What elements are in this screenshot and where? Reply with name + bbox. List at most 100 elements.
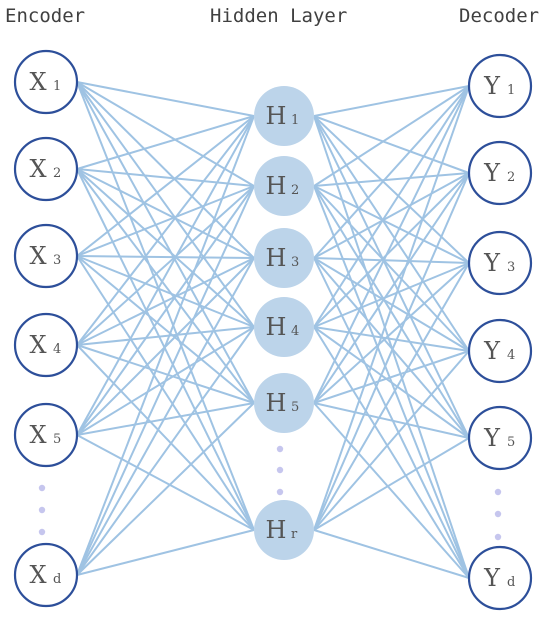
node-subscript: 4 [507,348,515,363]
edge-x6-h5 [76,402,255,576]
ellipsis-dot [494,510,502,518]
edge-x5-h5 [76,402,255,436]
edge-x4-h4 [76,326,255,346]
edge-x2-h2 [76,168,255,187]
ellipsis-dot [276,466,284,474]
edge-x6-h2 [76,185,255,576]
edge-h1-y1 [313,85,470,117]
edge-h5-y4 [313,350,470,404]
node-label: Y [483,159,501,187]
node-subscript: 1 [53,79,61,94]
node-subscript: 5 [53,432,61,447]
node-subscript: 3 [53,253,61,268]
edge-x2-h6 [76,168,255,531]
edge-x1-h6 [76,81,255,531]
edge-x2-h1 [76,115,255,170]
decoder-title: Decoder [459,5,539,27]
node-label: X [29,242,46,270]
node-circle [254,86,314,146]
ellipsis-markers [38,445,502,541]
edge-h4-y3 [313,262,470,328]
edge-x1-h1 [76,81,255,117]
node-label: H [266,244,287,272]
edge-h3-y4 [313,257,470,352]
edge-x1-h5 [76,81,255,404]
node-subscript: r [291,527,298,542]
edge-h6-y6 [313,529,470,579]
node-label: X [29,421,46,449]
node-circle [254,373,314,433]
node-label: X [29,68,46,96]
edge-h6-y1 [313,85,470,531]
node-circle [13,312,79,378]
edge-x3-h6 [76,255,255,531]
edge-h6-y2 [313,172,470,531]
encoder-title: Encoder [5,5,85,27]
node-subscript: 4 [291,324,299,339]
node-circle [13,542,79,608]
edge-x4-h6 [76,344,255,531]
node-circle [254,156,314,216]
edge-x3-h5 [76,255,255,404]
node-circle [467,405,533,471]
connection-lines [76,81,470,579]
edge-h3-y2 [313,172,470,259]
edge-h6-y5 [313,437,470,531]
edge-h4-y6 [313,326,470,579]
edge-h5-y6 [313,402,470,579]
edge-h5-y3 [313,262,470,404]
node-subscript: 1 [291,113,299,128]
node-label: X [29,155,46,183]
node-circle [467,545,533,611]
node-circle [13,49,79,115]
node-subscript: 1 [507,83,515,98]
node-label: H [266,389,287,417]
node-subscript: 3 [291,255,299,270]
node-label: H [266,102,287,130]
edge-x4-h2 [76,185,255,346]
edge-h2-y3 [313,185,470,264]
edge-h3-y3 [313,257,470,264]
edge-h1-y3 [313,115,470,264]
node-circle [467,53,533,119]
edge-x2-h5 [76,168,255,404]
edge-h2-y1 [313,85,470,187]
ellipsis-dot [38,506,46,514]
ellipsis-dot [276,445,284,453]
edge-x5-h2 [76,185,255,436]
hidden-layer-title: Hidden Layer [210,5,347,27]
node-label: Y [483,424,501,452]
edge-x3-h4 [76,255,255,328]
node-label: Y [483,249,501,277]
edge-x6-h3 [76,257,255,576]
edge-h5-y1 [313,85,470,404]
edge-x6-h1 [76,115,255,576]
ellipsis-dot [494,533,502,541]
node-circle [467,140,533,206]
edge-x2-h4 [76,168,255,328]
edge-h3-y6 [313,257,470,579]
edge-x3-h3 [76,255,255,259]
edge-h4-y1 [313,85,470,328]
edge-x4-h5 [76,344,255,404]
edge-h4-y4 [313,326,470,352]
edge-h5-y2 [313,172,470,404]
node-subscript: 2 [291,183,299,198]
node-circle [254,500,314,560]
node-label: H [266,172,287,200]
